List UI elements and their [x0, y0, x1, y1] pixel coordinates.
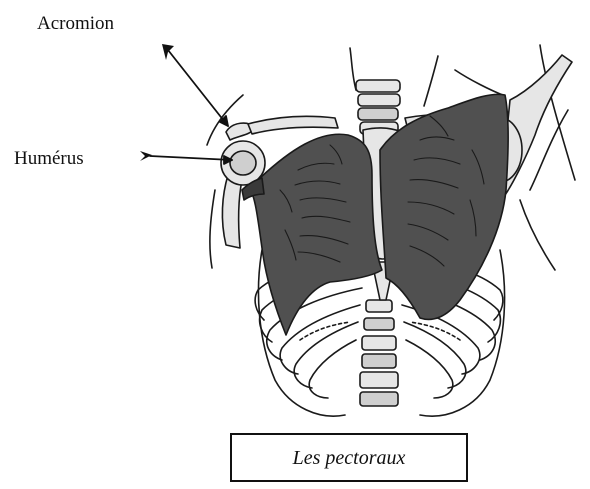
vertebra [358, 94, 400, 106]
rib [294, 322, 358, 388]
vertebra [360, 372, 398, 388]
arrow-humerus-icon [140, 151, 232, 164]
vertebra [362, 354, 396, 368]
vertebra [366, 300, 392, 312]
body-contour [520, 200, 555, 270]
rib [404, 322, 466, 388]
pectoral-muscle-right [380, 94, 508, 319]
rib [309, 340, 356, 398]
body-contour [350, 48, 356, 90]
caption-text: Les pectoraux [232, 447, 466, 470]
vertebra [360, 392, 398, 406]
rib [406, 340, 453, 398]
arrow-acromion-icon [162, 44, 228, 126]
body-contour [424, 56, 438, 106]
label-humerus: Humérus [14, 148, 84, 170]
vertebra [358, 108, 398, 120]
humerus-bone [222, 175, 242, 248]
vertebra [364, 318, 394, 330]
body-contour [210, 190, 215, 268]
label-acromion: Acromion [37, 13, 114, 35]
vertebra [362, 336, 396, 350]
clavicle-left [248, 116, 338, 134]
vertebra [356, 80, 400, 92]
body-contour [455, 70, 505, 96]
caption-box: Les pectoraux [230, 433, 468, 482]
